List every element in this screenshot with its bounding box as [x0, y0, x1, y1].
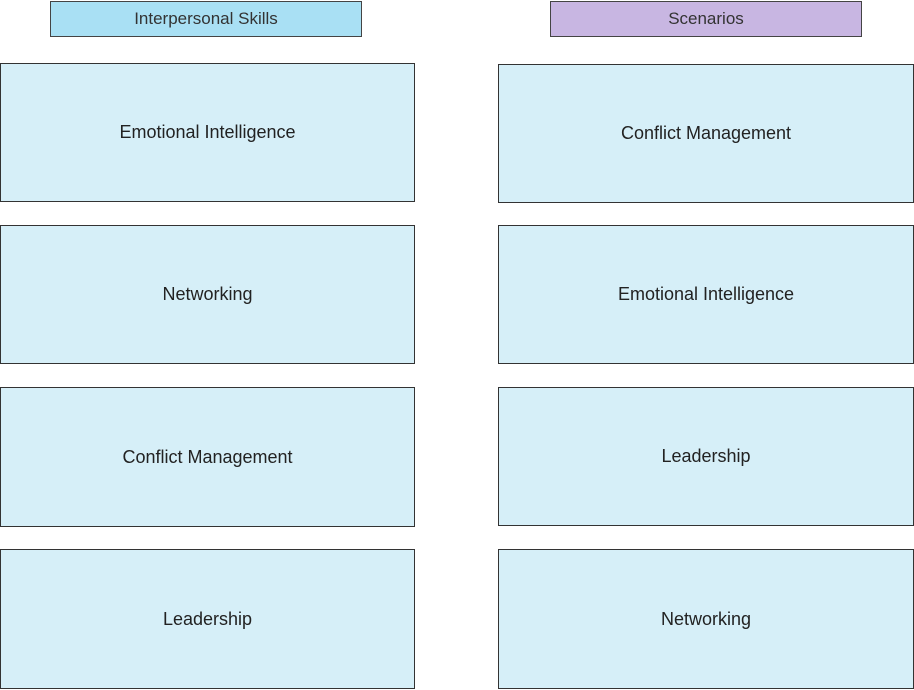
skill-box-3: Conflict Management [0, 387, 415, 527]
scenarios-header: Scenarios [550, 1, 862, 37]
scenarios-header-label: Scenarios [668, 9, 744, 28]
scenario-box-2: Emotional Intelligence [498, 225, 914, 364]
skill-box-label: Conflict Management [122, 446, 293, 467]
scenario-box-label: Leadership [661, 446, 751, 466]
scenario-box-3: Leadership [498, 387, 914, 526]
scenario-box-1: Conflict Management [498, 64, 914, 203]
skill-box-1: Emotional Intelligence [0, 63, 415, 202]
scenario-box-label: Emotional Intelligence [617, 284, 795, 304]
interpersonal-skills-header: Interpersonal Skills [50, 1, 362, 37]
skill-box-2: Networking [0, 225, 415, 364]
interpersonal-skills-header-label: Interpersonal Skills [134, 9, 278, 28]
skill-box-label: Emotional Intelligence [119, 122, 296, 142]
skill-box-4: Leadership [0, 549, 415, 689]
scenario-box-label: Networking [660, 608, 752, 629]
scenario-box-4: Networking [498, 549, 914, 689]
skill-box-label: Leadership [162, 608, 253, 629]
scenario-box-label: Conflict Management [620, 123, 792, 143]
skill-box-label: Networking [162, 284, 253, 304]
